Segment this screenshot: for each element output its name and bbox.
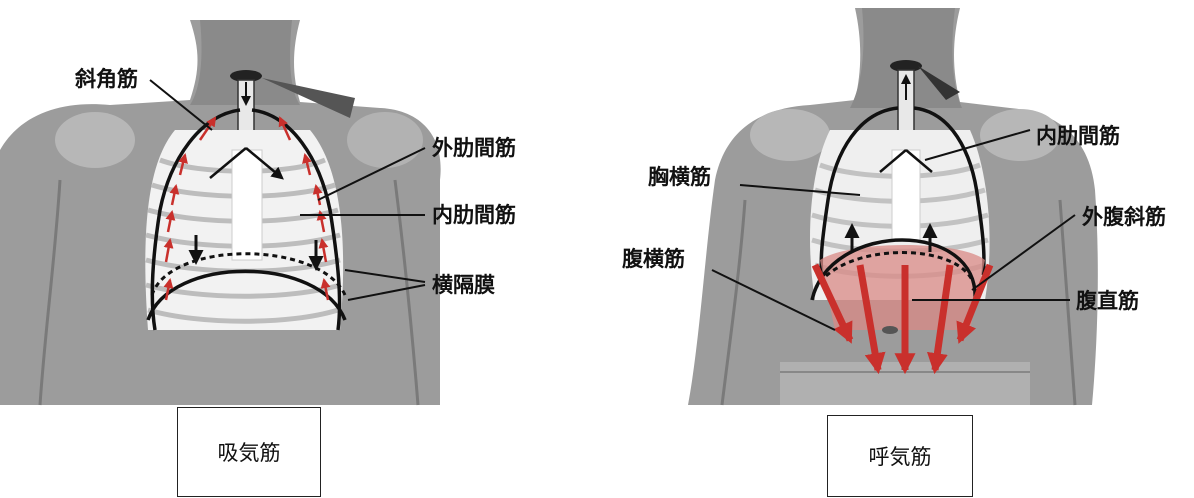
exhale-shoulder-left (750, 109, 830, 161)
label-diaphragm: 横隔膜 (432, 273, 495, 297)
label-scalene: 斜角筋 (74, 67, 138, 91)
label-transversus-thoracis: 胸横筋 (648, 165, 711, 189)
inhale-caption: 吸気筋 (218, 437, 281, 467)
inhale-shoulder-right (347, 112, 423, 168)
exhale-figure (688, 8, 1098, 405)
inhale-caption-box: 吸気筋 (177, 407, 321, 497)
exhale-navel (882, 326, 898, 334)
inhale-sternum (232, 150, 262, 260)
label-transversus-abdominis: 腹横筋 (622, 247, 685, 271)
label-internal-intercostal-exhale: 内肋間筋 (1036, 124, 1120, 148)
exhale-caption: 呼気筋 (869, 441, 932, 471)
exhale-caption-box: 呼気筋 (827, 415, 973, 497)
label-rectus-abdominis: 腹直筋 (1076, 289, 1139, 313)
inhale-figure (0, 20, 441, 405)
exhale-sternum (892, 150, 920, 240)
inhale-shoulder-left (55, 112, 135, 168)
label-internal-intercostal-inhale: 内肋間筋 (432, 203, 516, 227)
label-external-oblique: 外腹斜筋 (1082, 205, 1166, 229)
label-external-intercostal: 外肋間筋 (432, 136, 516, 160)
